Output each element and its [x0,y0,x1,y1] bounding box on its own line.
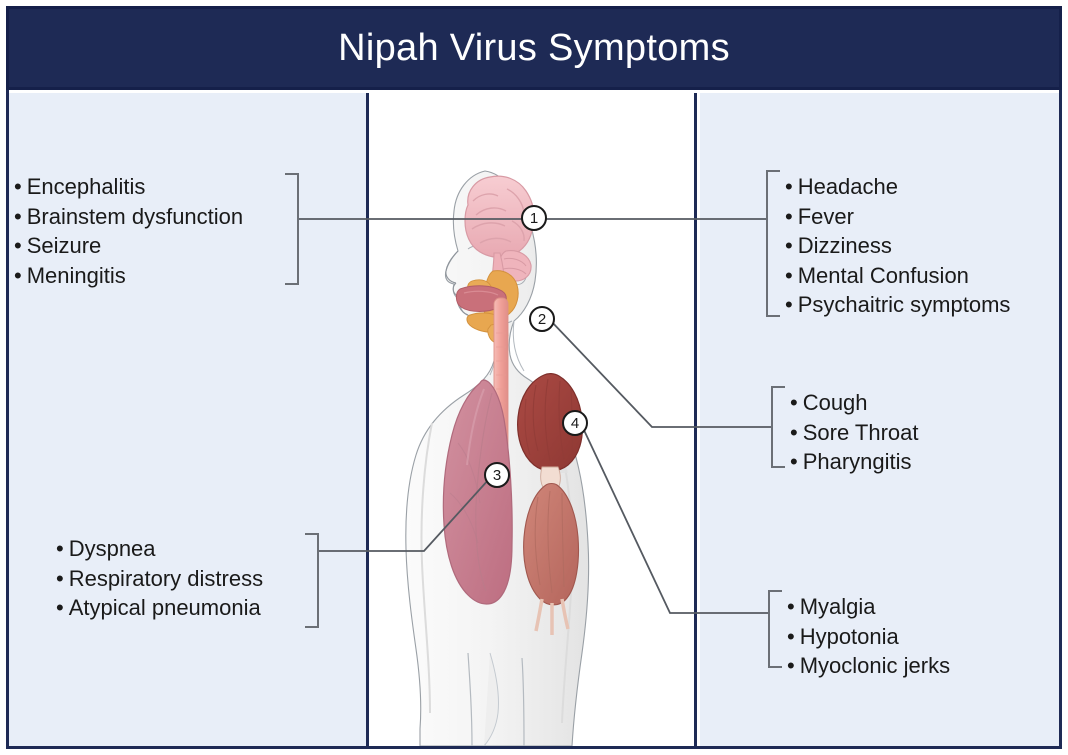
list-item: •Fever [785,202,1010,232]
bullet-glyph: • [787,594,795,619]
list-item: •Hypotonia [787,622,950,652]
bullet-glyph: • [790,419,798,445]
symptom-label: Myoclonic jerks [799,653,951,678]
left-panel [9,93,369,746]
list-item: •Dyspnea [56,534,263,564]
bullet-glyph: • [790,449,798,474]
title-bar: Nipah Virus Symptoms [6,6,1062,90]
list-item: •Cough [790,388,918,418]
list-item: •Respiratory distress [56,564,263,594]
symptom-label: Myalgia [799,594,876,619]
list-item: •Meningitis [14,261,243,291]
list-item: •Sore Throat [790,418,918,448]
bullet-glyph: • [14,262,22,288]
list-item: •Mental Confusion [785,261,1010,291]
symptom-label: Fever [797,203,854,229]
list-item: •Dizziness [785,231,1010,261]
bracket-neuro [285,173,299,285]
bullet-glyph: • [14,174,22,199]
symptom-group-muscle: •Myalgia •Hypotonia •Myoclonic jerks [787,592,950,681]
list-item: •Headache [785,172,1010,202]
bullet-glyph: • [785,262,793,288]
list-item: •Psychaitric symptoms [785,290,1010,320]
list-item: •Myoclonic jerks [787,651,950,681]
symptom-group-neuro: •Encephalitis •Brainstem dysfunction •Se… [14,172,243,290]
marker-4-shoulder-muscle: 4 [562,410,588,436]
marker-1-brain: 1 [521,205,547,231]
marker-2-throat-trachea: 2 [529,306,555,332]
symptom-label: Meningitis [26,262,126,288]
bullet-glyph: • [56,536,64,561]
symptom-label: Seizure [26,233,102,258]
bullet-glyph: • [785,233,793,258]
symptom-label: Respiratory distress [68,565,264,591]
bracket-throat [771,386,785,468]
list-item: •Pharyngitis [790,447,918,477]
symptom-label: Brainstem dysfunction [26,203,244,229]
list-item: •Atypical pneumonia [56,593,263,623]
bullet-glyph: • [785,292,793,317]
bullet-glyph: • [785,174,793,199]
bullet-glyph: • [787,653,795,678]
list-item: •Seizure [14,231,243,261]
symptom-label: Hypotonia [799,623,899,649]
list-item: •Myalgia [787,592,950,622]
bullet-glyph: • [56,595,64,620]
symptom-label: Dizziness [797,233,892,258]
bullet-glyph: • [14,203,22,229]
marker-3-lung: 3 [484,462,510,488]
list-item: •Encephalitis [14,172,243,202]
bullet-glyph: • [56,565,64,591]
symptom-label: Mental Confusion [797,262,969,288]
symptom-label: Dyspnea [68,536,156,561]
bullet-glyph: • [14,233,22,258]
symptom-group-throat: •Cough •Sore Throat •Pharyngitis [790,388,918,477]
symptom-label: Encephalitis [26,174,146,199]
human-anatomy-illustration [405,170,590,746]
symptom-label: Cough [802,390,868,415]
list-item: •Brainstem dysfunction [14,202,243,232]
symptom-label: Pharyngitis [802,449,912,474]
symptom-label: Atypical pneumonia [68,595,261,620]
bracket-muscle [768,590,782,668]
symptom-group-respiratory: •Dyspnea •Respiratory distress •Atypical… [56,534,263,623]
bullet-glyph: • [785,203,793,229]
bullet-glyph: • [787,623,795,649]
page-title: Nipah Virus Symptoms [338,26,730,69]
bullet-glyph: • [790,390,798,415]
symptom-label: Sore Throat [802,419,919,445]
symptom-label: Psychaitric symptoms [797,292,1011,317]
symptom-group-general: •Headache •Fever •Dizziness •Mental Conf… [785,172,1010,320]
symptom-label: Headache [797,174,899,199]
bracket-respiratory [305,533,319,628]
bracket-general [766,170,780,317]
